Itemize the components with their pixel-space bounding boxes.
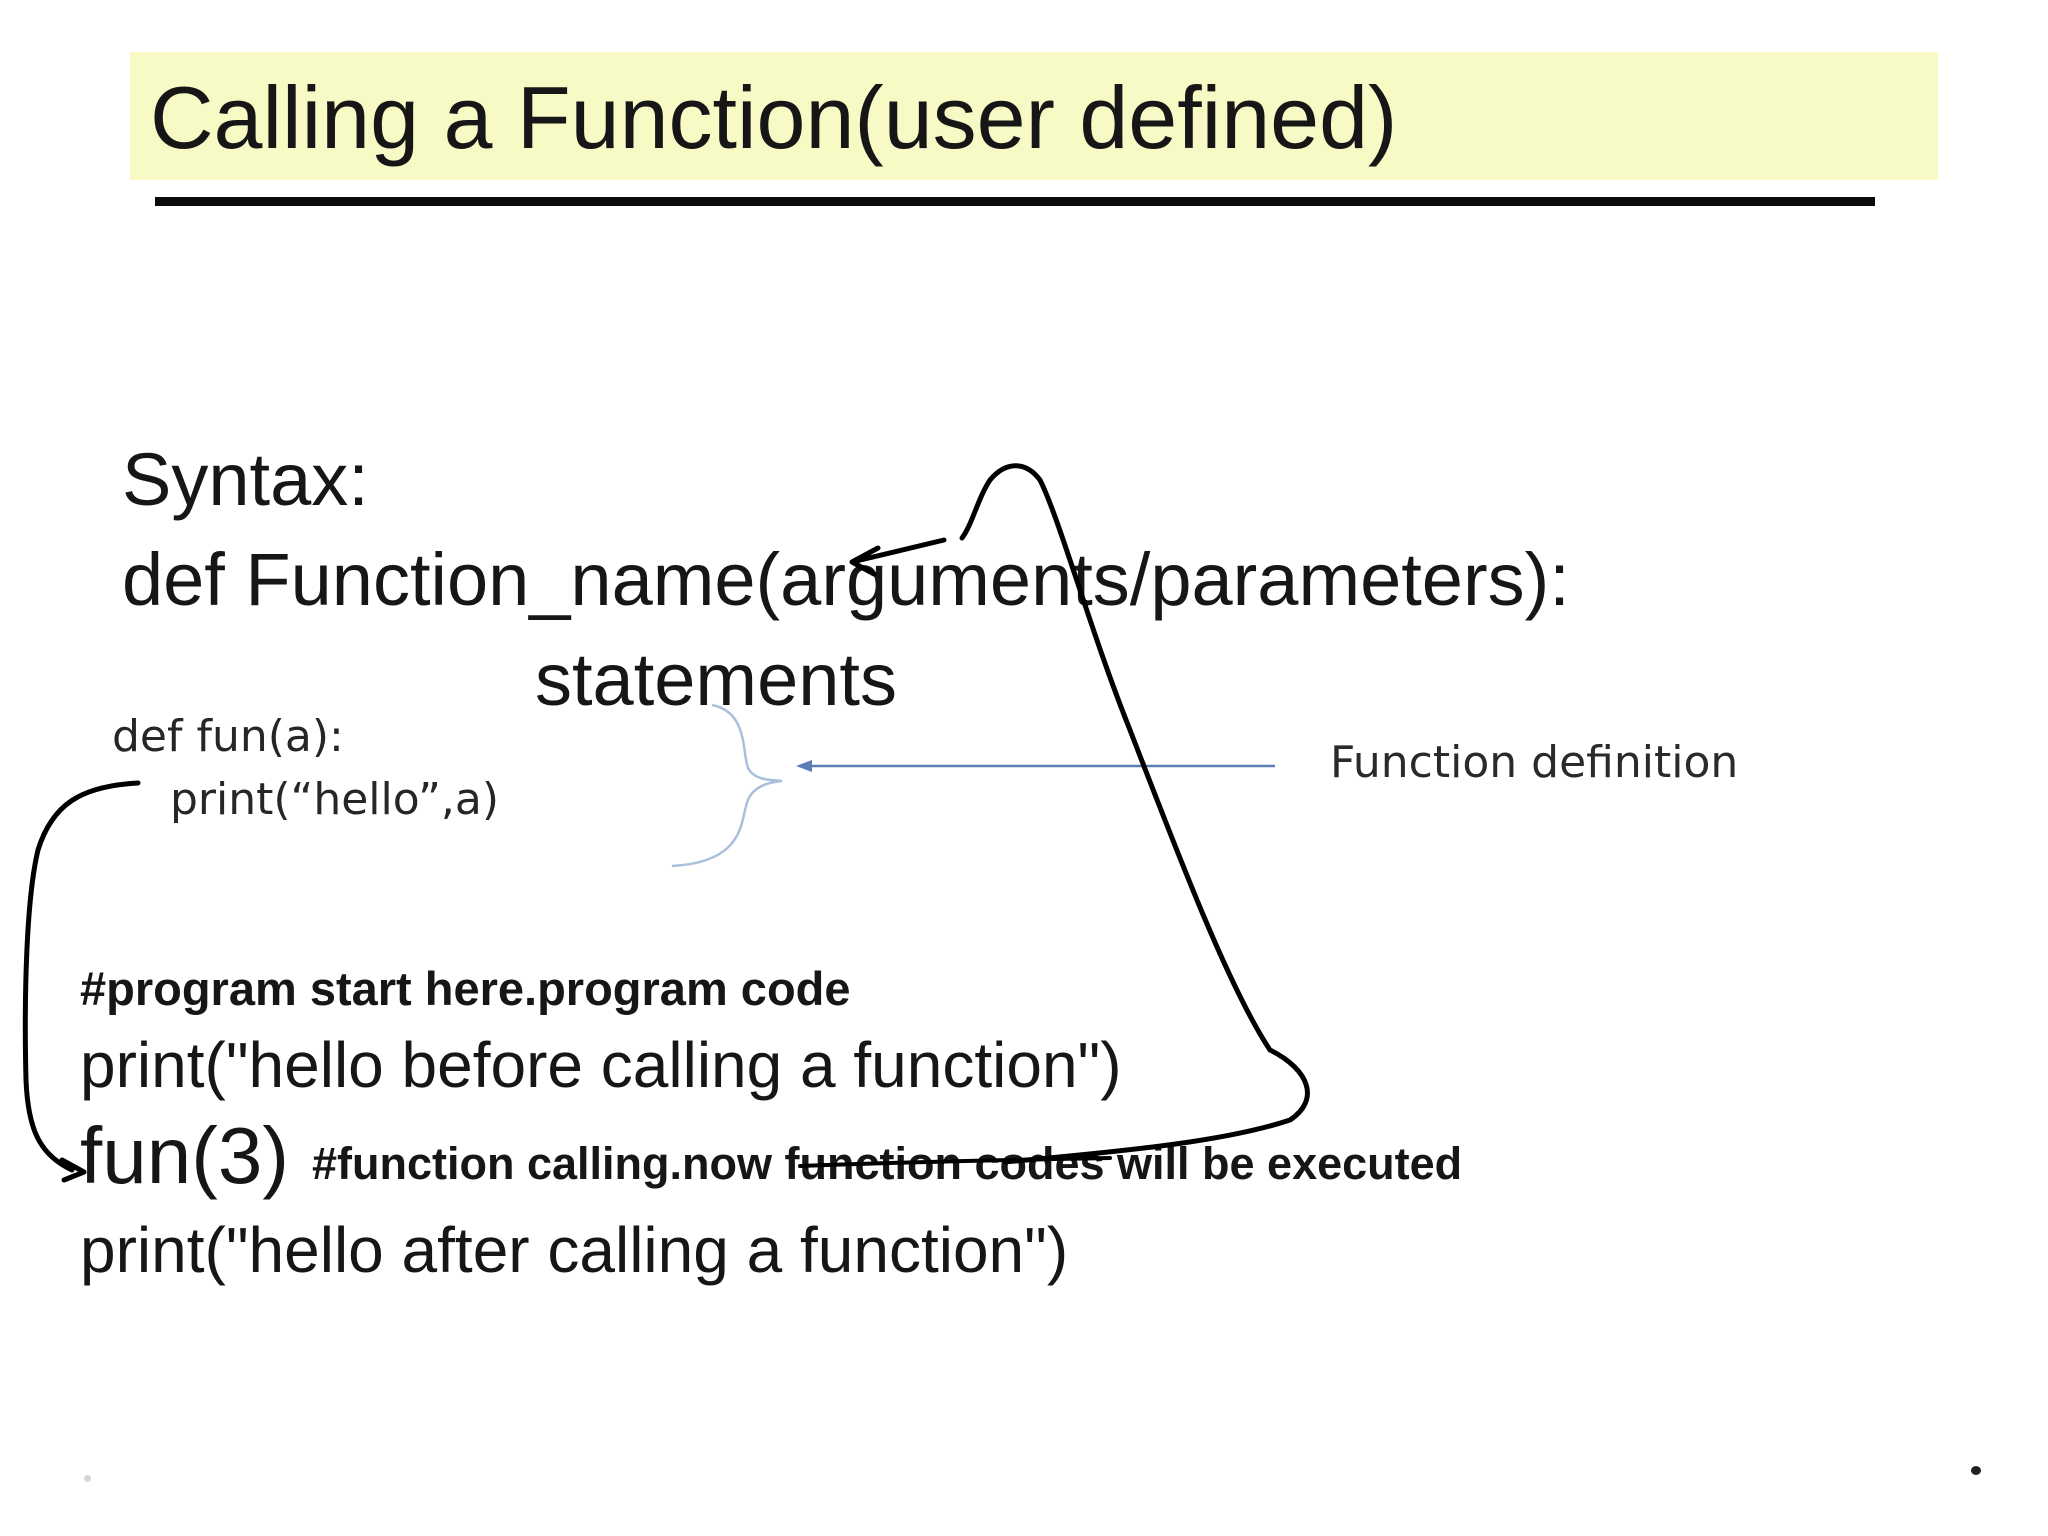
syntax-def-line: def Function_name(arguments/parameters): (122, 538, 1570, 621)
function-definition-label: Function definition (1330, 737, 1739, 788)
left-arrow-icon (796, 760, 1275, 772)
function-call-comment: #function calling.now function codes wil… (312, 1138, 1463, 1189)
print-after-line: print("hello after calling a function") (80, 1214, 1069, 1286)
title-underline (155, 197, 1875, 206)
curly-brace-icon (671, 703, 783, 868)
program-start-comment: #program start here.program code (80, 962, 851, 1015)
syntax-label: Syntax: (122, 438, 369, 521)
print-before-line: print("hello before calling a function") (80, 1029, 1122, 1101)
stray-dot (84, 1475, 91, 1482)
example-def-line: def fun(a): (112, 711, 344, 762)
syntax-statements: statements (535, 638, 897, 721)
slide-title: Calling a Function(user defined) (150, 68, 1398, 167)
pointer-dot (1971, 1466, 1981, 1475)
title-highlight (130, 52, 1938, 180)
function-call: fun(3) (80, 1111, 289, 1200)
example-print-line: print(“hello”,a) (170, 774, 500, 825)
